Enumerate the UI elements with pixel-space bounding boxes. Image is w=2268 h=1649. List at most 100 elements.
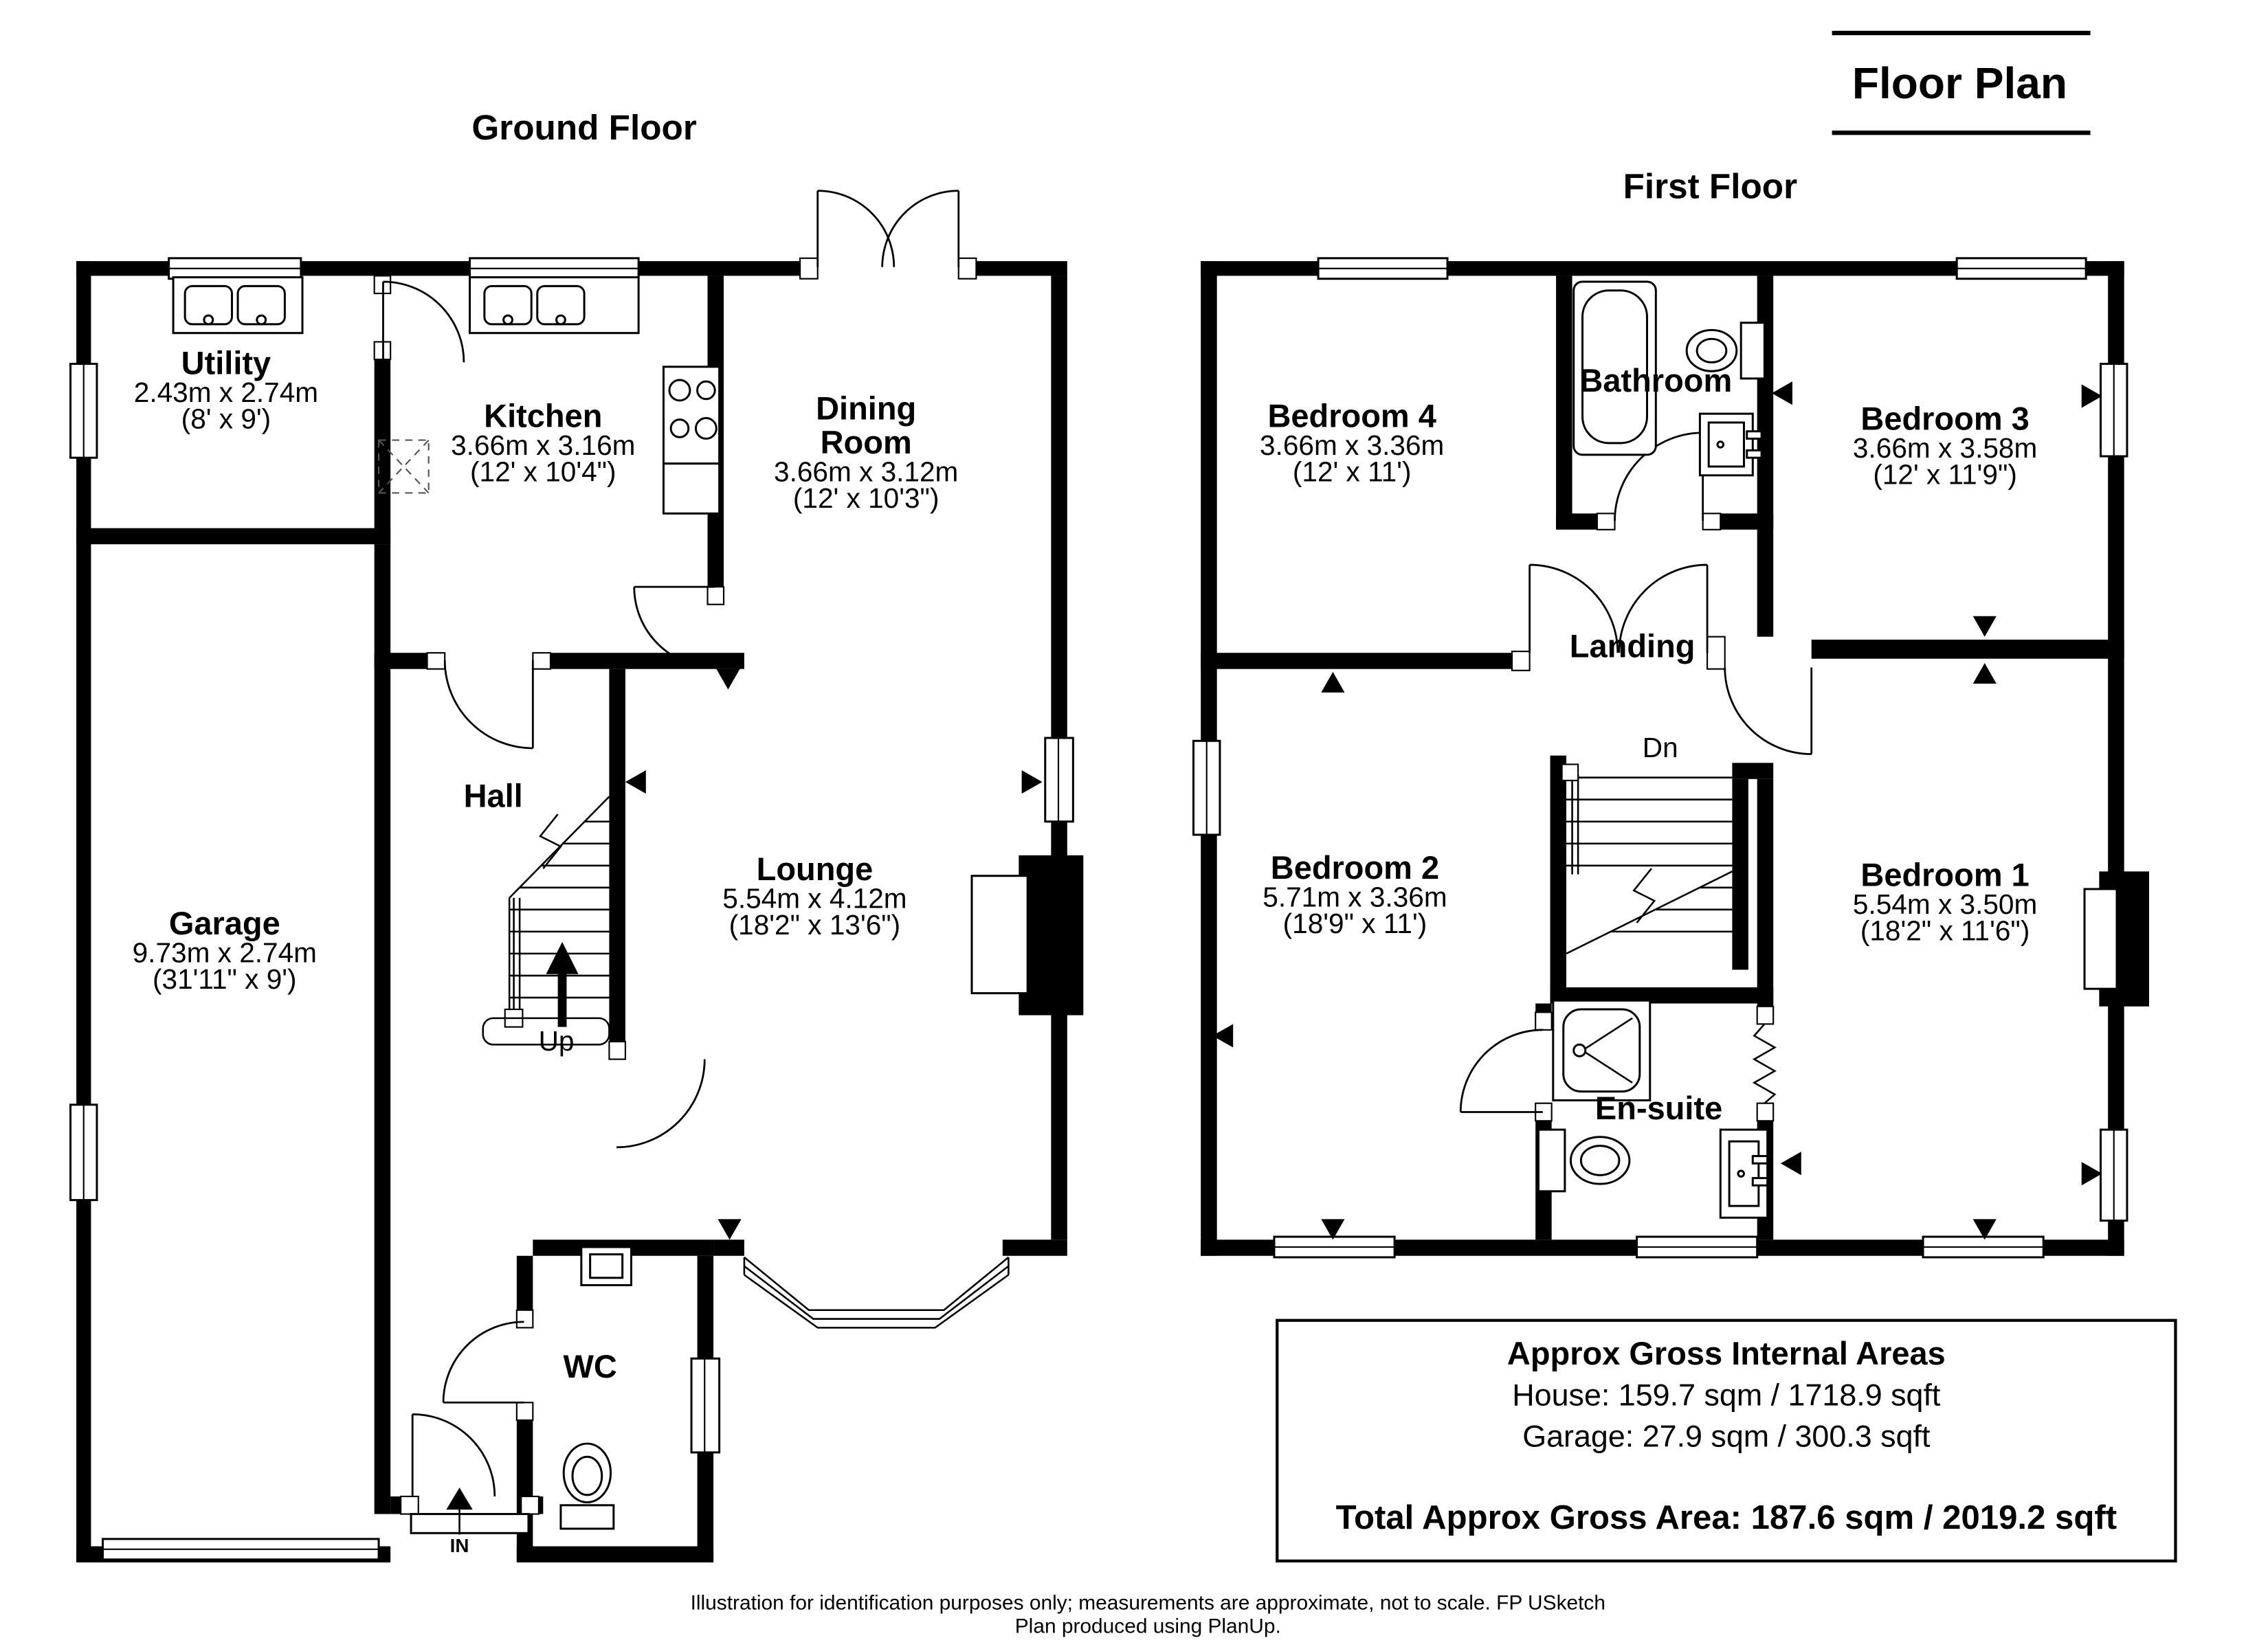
areas-box-border	[1276, 1319, 2177, 1563]
title-rule-top	[1832, 30, 2091, 36]
ensuite-wall-zigzag	[1752, 1005, 1777, 1122]
room-label-dining-line1: Dining	[816, 390, 916, 427]
wc-door	[442, 1309, 534, 1421]
room-dim-bedroom3-imperial: (12' x 11'9")	[1873, 459, 2017, 491]
first-floor-markers	[1212, 381, 2102, 1240]
title-block: Floor Plan	[1832, 30, 2091, 135]
bedroom1-door	[1724, 667, 1813, 755]
marker-dining-lounge	[716, 669, 740, 690]
bedroom2-bottom-window	[1273, 1235, 1396, 1259]
marker-bed1-wall-bottom	[1972, 663, 1997, 684]
room-label-bedroom3: Bedroom 3	[1860, 401, 2029, 437]
ground-floor-heading: Ground Floor	[471, 108, 696, 147]
room-dim-lounge-imperial: (18'2" x 13'6")	[729, 909, 901, 941]
kitchen-hall-door	[426, 652, 552, 750]
room-dim-utility-imperial: (8' x 9')	[181, 403, 271, 434]
lounge-chimney-breast	[970, 855, 1084, 1016]
room-dim-bedroom4-metric: 3.66m x 3.36m	[1260, 429, 1444, 461]
marker-ensuite-wall	[1780, 1152, 1801, 1176]
areas-box: Approx Gross Internal Areas House: 159.7…	[1276, 1319, 2177, 1563]
first-floor-labels: Bedroom 4 3.66m x 3.36m (12' x 11') Bath…	[1260, 362, 2037, 1126]
room-label-hall: Hall	[464, 777, 523, 814]
entrance-marker: IN	[446, 1488, 473, 1556]
marker-bedroom2-left	[1212, 1024, 1234, 1048]
room-label-lounge: Lounge	[757, 851, 874, 887]
ground-floor-labels: Utility 2.43m x 2.74m (8' x 9') Kitchen …	[133, 344, 959, 1384]
first-floor-heading: First Floor	[1623, 166, 1797, 205]
staircase-up	[482, 796, 610, 1046]
dining-french-doors	[799, 190, 977, 280]
title-rule-bottom	[1832, 131, 2091, 135]
utility-sink	[172, 276, 304, 335]
footer-line2: Plan produced using PlanUp.	[1015, 1615, 1281, 1638]
wc-toilet	[559, 1442, 615, 1530]
ground-floor-plan: IN Utility 2.43m x 2.74m (8' x 9') Kitch…	[69, 190, 1084, 1563]
marker-lounge-bottom	[718, 1219, 742, 1240]
stairs-down-label: Dn	[1643, 732, 1678, 763]
room-dim-bedroom3-metric: 3.66m x 3.58m	[1853, 432, 2037, 464]
first-floor-plan: Bedroom 4 3.66m x 3.36m (12' x 11') Bath…	[1192, 257, 2149, 1259]
room-dim-garage-metric: 9.73m x 2.74m	[133, 937, 317, 969]
ensuite-door	[1459, 1011, 1553, 1122]
utility-side-window	[69, 363, 98, 459]
stairs-up-label: Up	[539, 1025, 575, 1057]
hall-lounge-door	[608, 1040, 706, 1149]
staircase-down	[1561, 763, 1733, 955]
room-label-utility: Utility	[181, 344, 271, 381]
room-dim-dining-imperial: (12' x 10'3")	[793, 482, 940, 514]
room-label-bedroom1: Bedroom 1	[1860, 857, 2029, 893]
bedroom3-window	[1955, 257, 2087, 280]
room-dim-bedroom1-imperial: (18'2" x 11'6")	[1860, 915, 2030, 947]
footer-line1: Illustration for identification purposes…	[691, 1591, 1605, 1614]
ground-floor-windows	[69, 257, 1074, 1454]
wc-sink	[580, 1246, 632, 1286]
room-dim-dining-metric: 3.66m x 3.12m	[774, 456, 958, 487]
kitchen-dining-door	[633, 585, 725, 669]
wc-side-window	[690, 1357, 721, 1454]
bedroom4-window	[1317, 257, 1449, 280]
room-label-kitchen: Kitchen	[484, 397, 602, 434]
utility-door	[373, 275, 465, 363]
utility-window	[168, 257, 302, 280]
bedroom2-side-window	[1192, 739, 1221, 836]
kitchen-cupboard	[378, 439, 430, 494]
marker-bedroom3-window	[2081, 384, 2102, 408]
marker-bathroom-wall	[1772, 381, 1792, 405]
marker-bed3-wall-top	[1972, 616, 1997, 637]
marker-bedroom2-bottom	[1321, 1219, 1345, 1240]
ground-floor-doors	[373, 275, 725, 1534]
entrance-door	[400, 1413, 540, 1534]
room-label-wc: WC	[564, 1348, 617, 1384]
room-label-ensuite: En-suite	[1595, 1090, 1722, 1126]
ensuite-bottom-window	[1636, 1235, 1759, 1259]
garage-door	[102, 1538, 380, 1561]
marker-lounge-window	[1021, 770, 1043, 794]
page-title: Floor Plan	[1852, 58, 2067, 108]
areas-house: House: 159.7 sqm / 1718.9 sqft	[1512, 1378, 1941, 1413]
kitchen-hob	[662, 366, 721, 515]
ensuite-shower	[1552, 999, 1652, 1101]
room-label-bedroom4: Bedroom 4	[1268, 397, 1436, 434]
room-dim-utility-metric: 2.43m x 2.74m	[134, 377, 318, 408]
room-label-landing: Landing	[1570, 628, 1696, 664]
bedroom1-side-window	[2100, 1128, 2128, 1222]
room-dim-garage-imperial: (31'11" x 9')	[153, 963, 297, 995]
bedroom3-side-window	[2100, 363, 2128, 458]
footer: Illustration for identification purposes…	[691, 1591, 1605, 1637]
entrance-label: IN	[450, 1535, 469, 1556]
kitchen-window	[469, 257, 640, 280]
room-label-bathroom: Bathroom	[1579, 362, 1732, 399]
lounge-side-window	[1044, 737, 1074, 823]
room-dim-lounge-metric: 5.54m x 4.12m	[722, 883, 907, 915]
room-dim-bedroom2-imperial: (18'9" x 11')	[1283, 908, 1427, 939]
ensuite-toilet	[1537, 1128, 1631, 1193]
bathroom-toilet	[1685, 322, 1766, 380]
bedroom1-bottom-window	[1922, 1235, 2045, 1259]
lounge-bay-window	[743, 1256, 1010, 1329]
bedroom1-chimney-breast	[2083, 871, 2149, 1007]
marker-bedroom1-bottom	[1972, 1219, 1997, 1240]
garage-side-window	[69, 1103, 98, 1202]
first-floor-doors	[1459, 431, 1813, 1122]
